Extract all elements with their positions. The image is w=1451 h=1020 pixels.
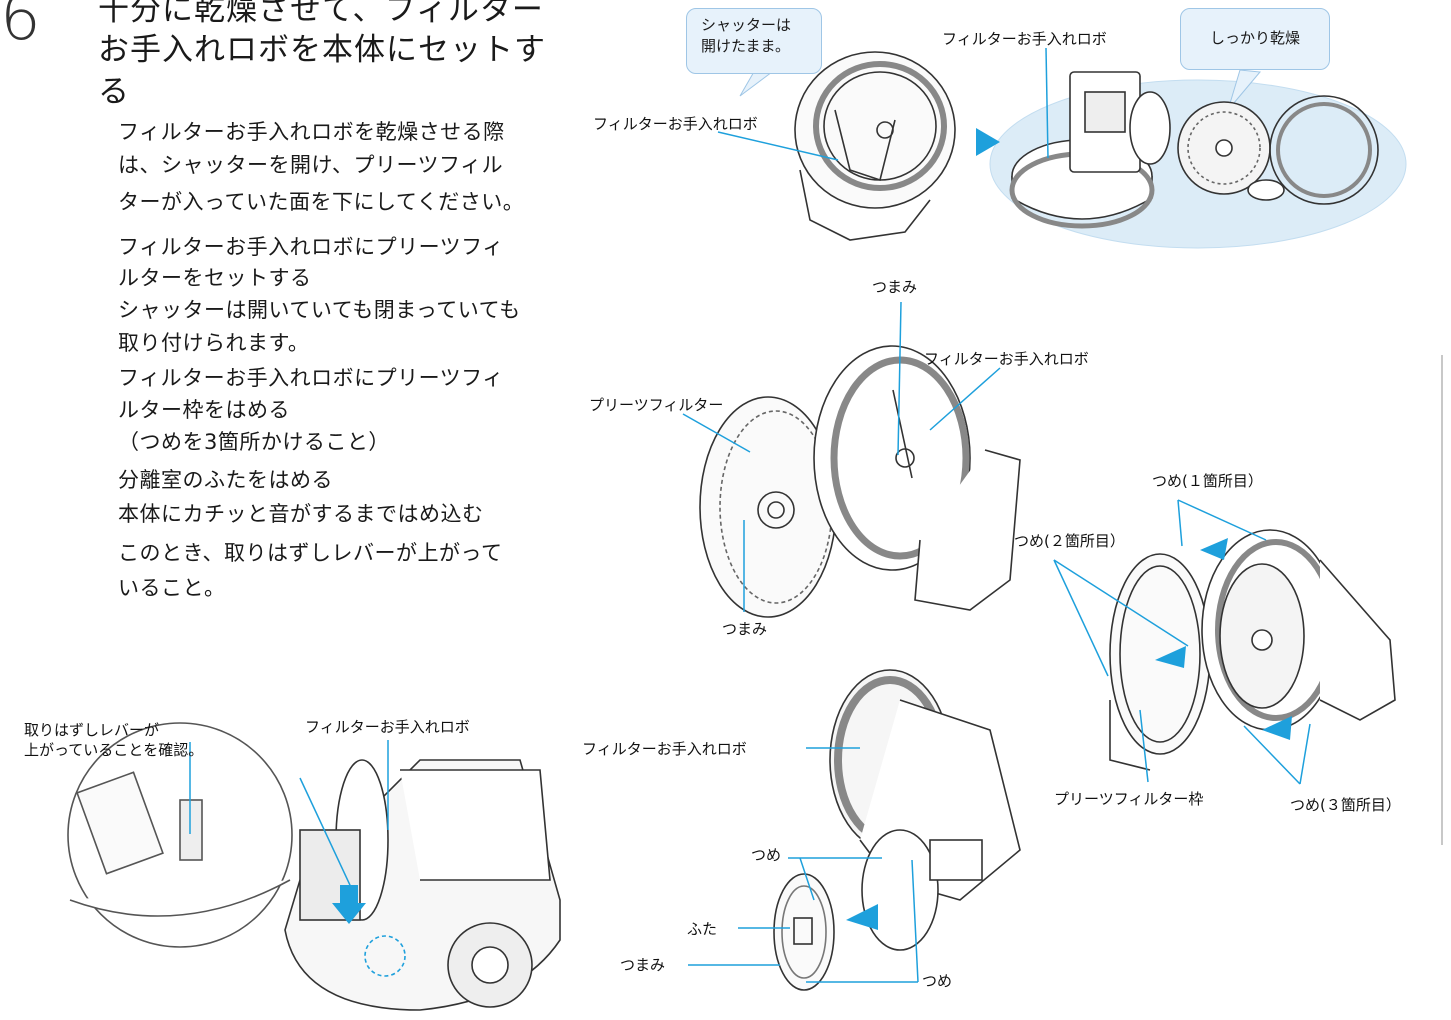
callout-dry: しっかり乾燥 [1180,8,1330,70]
label-knob-bottom: つまみ [722,620,768,638]
callout-shutter: シャッターは 開けたまま。 [686,8,822,74]
label-robot-bottom-left: フィルターお手入れロボ [305,718,470,736]
zoom-circle-drawing [67,722,293,948]
label-knob-lid: つまみ [620,956,666,974]
robot-drying-drawing [1009,71,1379,229]
step-title-line-2: お手入れロボを本体にセットす [98,32,546,68]
body-line-1: フィルターお手入れロボを乾燥させる際 [118,120,505,144]
body-line-7: 取り付けられます。 [118,331,310,355]
robot-open-drawing [794,51,956,241]
label-lever-note: 取りはずしレバーが 上がっていることを確認。 [24,720,203,760]
body-line-14: いること。 [118,576,226,600]
body-line-3: ターが入っていた面を下にしてください。 [118,190,525,214]
label-robot-top-left: フィルターお手入れロボ [593,115,758,133]
leader-lines [189,47,1311,983]
label-lid: ふた [687,920,718,938]
lid-drawing [773,873,835,991]
label-claw-b: つめ [922,972,953,990]
margin-rule [1441,355,1443,845]
step-title-line-3: る [98,74,130,110]
step-number: 6 [0,0,41,55]
robot-right-drawing [1201,529,1396,731]
label-claw-2: つめ(２箇所目） [1014,532,1125,550]
body-line-11: 分離室のふたをはめる [118,468,333,492]
body-line-12: 本体にカチッと音がするまではめ込む [118,502,484,526]
label-claw-a: つめ [751,846,782,864]
pleats-frame-drawing [1109,553,1211,771]
step-title-line-1: 十分に乾燥させて、フィルター [98,0,544,28]
label-robot-bottom-mid: フィルターお手入れロボ [582,740,747,758]
callout-shutter-line-1: シャッターは [701,16,792,34]
label-knob-top: つまみ [872,278,918,296]
body-line-2: は、シャッターを開け、プリーツフィル [118,153,504,177]
body-line-4: フィルターお手入れロボにプリーツフィ [118,235,504,259]
body-line-6: シャッターは開いていても閉まっていても [118,298,521,322]
label-lever-note-line-2: 上がっていることを確認。 [24,741,204,759]
label-claw-3: つめ(３箇所目） [1290,796,1401,814]
body-line-13: このとき、取りはずしレバーが上がって [118,541,503,565]
callout-shutter-line-2: 開けたまま。 [701,37,790,55]
body-line-5: ルターをセットする [118,266,312,290]
label-claw-1: つめ(１箇所目） [1152,472,1263,490]
label-pleats-frame: プリーツフィルター枠 [1054,790,1204,808]
label-robot-top-right: フィルターお手入れロボ [942,30,1107,48]
label-pleats-filter: プリーツフィルター [589,396,724,414]
label-lever-note-line-1: 取りはずしレバーが [24,721,160,739]
body-line-10: （つめを3箇所かけること） [118,430,390,454]
vacuum-body-drawing [284,759,561,1011]
pleats-filter-drawing [699,396,837,618]
robot-lid-drawing [829,669,1021,951]
body-line-9: ルター枠をはめる [118,398,290,422]
robot-mid-drawing [813,345,1021,611]
body-line-8: フィルターお手入れロボにプリーツフィ [118,366,504,390]
label-robot-mid: フィルターお手入れロボ [924,350,1089,368]
